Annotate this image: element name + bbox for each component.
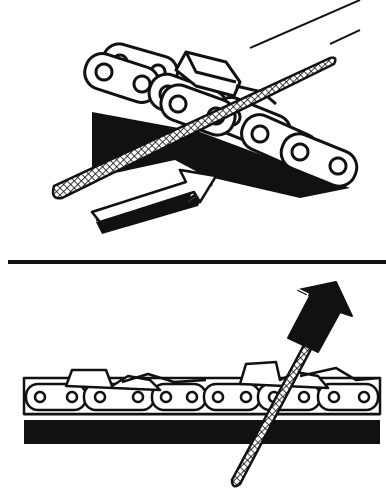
top-panel — [53, 0, 362, 234]
chain-link — [26, 384, 86, 410]
direction-arrow — [288, 282, 352, 352]
chain-link — [204, 384, 260, 410]
bottom-panel — [24, 280, 380, 486]
chain-link — [152, 384, 206, 410]
bar-rail — [24, 420, 380, 444]
saw-chain — [24, 362, 380, 414]
file-guide-lines — [250, 0, 360, 48]
